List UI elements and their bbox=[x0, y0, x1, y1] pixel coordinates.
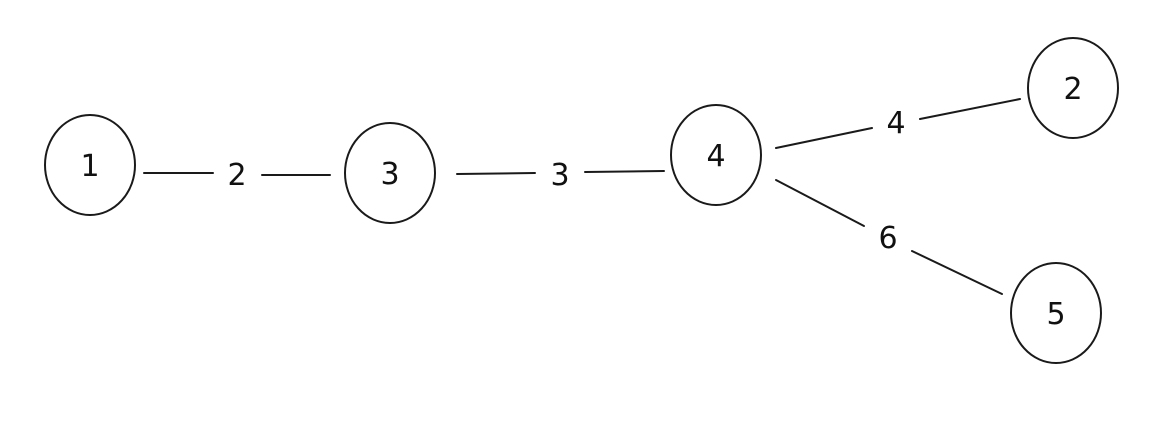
edge-4-2: 4 bbox=[775, 98, 1021, 149]
node-circle bbox=[44, 114, 136, 216]
edge-1-3: 2 bbox=[143, 158, 331, 193]
edge-line-segment bbox=[584, 170, 665, 173]
node-circle bbox=[1010, 262, 1102, 364]
edge-weight-label: 3 bbox=[550, 158, 569, 193]
node-label: 3 bbox=[380, 157, 399, 192]
node-1: 1 bbox=[44, 114, 136, 216]
edge-line-segment bbox=[456, 172, 536, 175]
edge-line-segment bbox=[911, 250, 1003, 295]
node-circle bbox=[670, 104, 762, 206]
node-circle bbox=[1027, 37, 1119, 139]
node-2: 2 bbox=[1027, 37, 1119, 139]
edge-weight-label: 6 bbox=[878, 221, 897, 256]
node-label: 2 bbox=[1063, 72, 1082, 107]
edge-line-segment bbox=[775, 127, 873, 149]
edge-line-segment bbox=[775, 179, 865, 227]
edge-weight-label: 2 bbox=[227, 158, 246, 193]
edge-weight-label: 4 bbox=[886, 106, 905, 141]
node-3: 3 bbox=[344, 122, 436, 224]
edge-4-5: 6 bbox=[775, 179, 1003, 295]
node-label: 5 bbox=[1046, 297, 1065, 332]
node-label: 4 bbox=[706, 139, 725, 174]
node-label: 1 bbox=[80, 149, 99, 184]
node-circle bbox=[344, 122, 436, 224]
node-4: 4 bbox=[670, 104, 762, 206]
node-5: 5 bbox=[1010, 262, 1102, 364]
edge-3-4: 3 bbox=[456, 158, 665, 193]
edge-line-segment bbox=[919, 98, 1021, 120]
